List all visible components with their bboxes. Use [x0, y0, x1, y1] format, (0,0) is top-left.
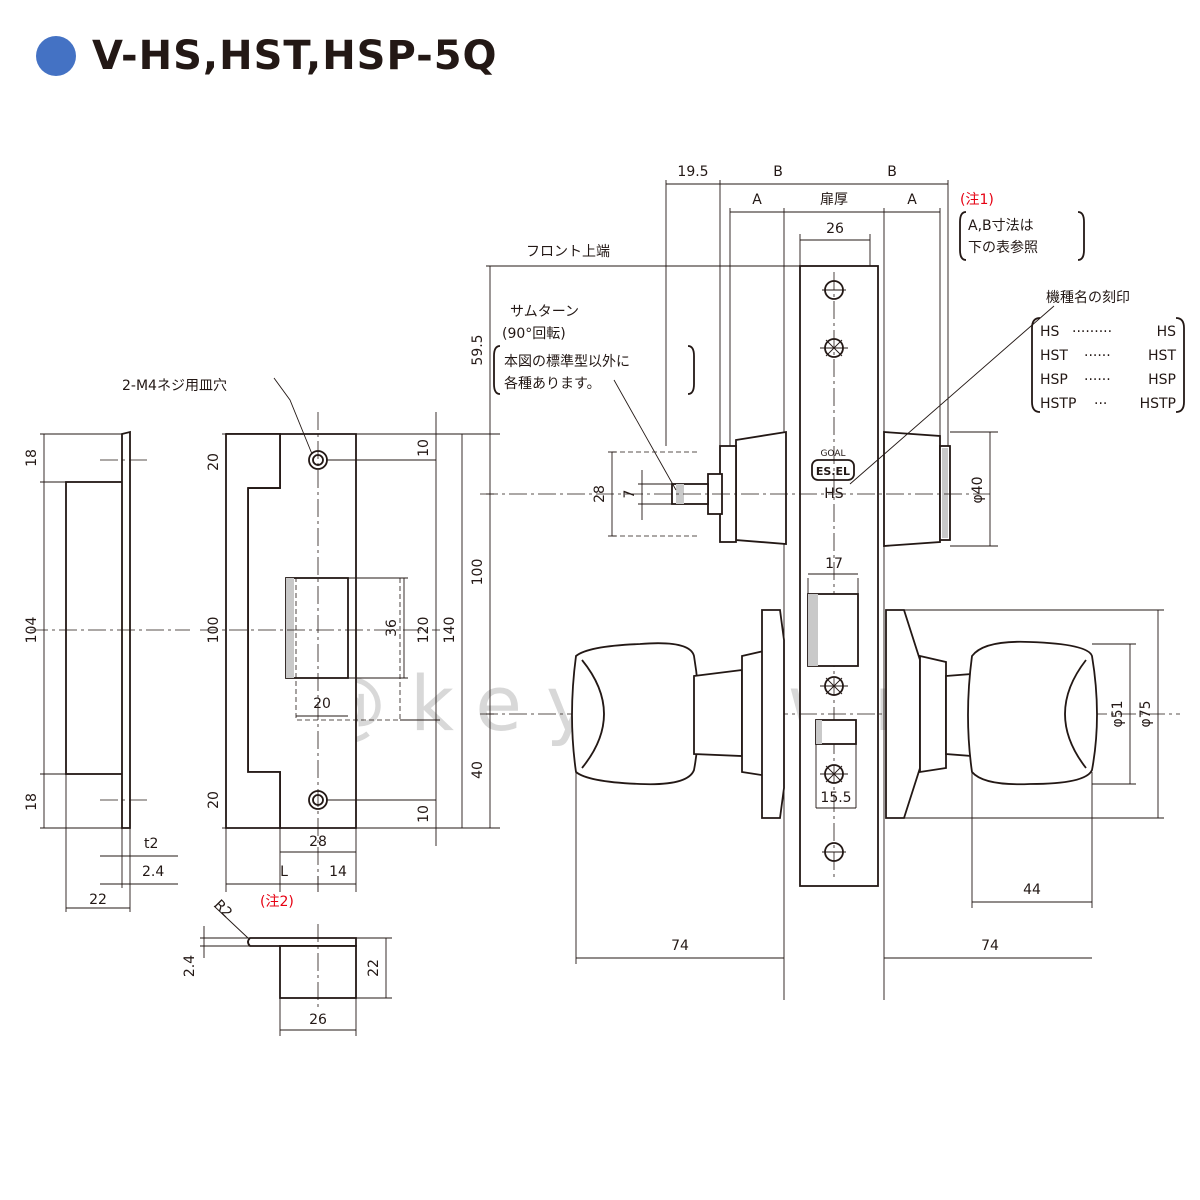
dim-strike-10-bottom: 10: [416, 805, 432, 823]
dim-strike-10-top: 10: [416, 439, 432, 457]
dim-tt-28: 28: [592, 485, 608, 503]
note2-mark: (注2): [260, 894, 294, 910]
dim-knob-44: 44: [1023, 882, 1041, 898]
dim-strike-120: 120: [416, 617, 432, 644]
dim-strike-side-104: 104: [24, 617, 40, 644]
title-row: V-HS,HST,HSP-5Q: [36, 28, 498, 84]
dim-v-40: 40: [470, 761, 486, 779]
face-model-label: HS: [824, 486, 844, 502]
note1-line1: A,B寸法は: [968, 218, 1034, 234]
strike-box-view: [200, 905, 392, 1036]
strike-side-view: [30, 430, 190, 912]
dim-tt-7: 7: [622, 490, 638, 499]
engraving-row-left: HST: [1040, 348, 1068, 364]
strike-front-view: [200, 377, 500, 892]
dim-strike-20-top: 20: [206, 453, 222, 471]
dim-top-B-left: B: [773, 164, 783, 180]
engraving-title: 機種名の刻印: [1046, 290, 1130, 306]
face-logo-esel: ES.EL: [816, 465, 850, 478]
dim-latch-17: 17: [825, 556, 843, 572]
dim-strike-side-18-top: 18: [24, 449, 40, 467]
dim-top-door-thickness: 扉厚: [820, 192, 848, 208]
dim-strike-side-2-4: 2.4: [142, 864, 164, 880]
dim-cyl-phi40: φ40: [970, 476, 986, 503]
dim-strike-100: 100: [206, 617, 222, 644]
dim-knob-phi51: φ51: [1110, 700, 1126, 727]
dim-strike-side-t2: t2: [144, 836, 158, 852]
dim-v-100: 100: [470, 559, 486, 586]
note1-mark: (注1): [960, 192, 994, 208]
dim-knob-phi75: φ75: [1138, 700, 1154, 727]
callout-thumbturn-4: 各種あります。: [504, 376, 601, 392]
engraving-row-right: HS: [1157, 324, 1177, 340]
lock-front-view: [480, 180, 1185, 1000]
dim-v-59-5: 59.5: [470, 334, 486, 365]
dim-knob-74-right: 74: [981, 938, 999, 954]
engraving-row-left: HSTP: [1040, 396, 1076, 412]
callout-screw-hole: 2-M4ネジ用皿穴: [122, 378, 227, 394]
dim-box-26: 26: [309, 1012, 327, 1028]
face-logo-goal: GOAL: [820, 449, 845, 459]
dim-strike-140: 140: [442, 617, 458, 644]
dim-strike-28: 28: [309, 834, 327, 850]
dim-box-2-4: 2.4: [182, 955, 198, 977]
engraving-row-dots: ······: [1084, 372, 1111, 388]
callout-thumbturn-3: 本図の標準型以外に: [504, 354, 630, 370]
dim-top-26: 26: [826, 221, 844, 237]
dim-strike-L: L: [280, 864, 288, 880]
dim-knob-74-left: 74: [671, 938, 689, 954]
engraving-row-right: HSP: [1148, 372, 1176, 388]
dim-strike-20-width: 20: [313, 696, 331, 712]
dim-strike-20-bottom: 20: [206, 791, 222, 809]
engraving-row-left: HS: [1040, 324, 1060, 340]
engraving-row-dots: ······: [1084, 348, 1111, 364]
dim-strike-36: 36: [384, 619, 400, 637]
dim-top-A-left: A: [752, 192, 762, 208]
engraving-table: HS ········· HS HST ······ HST HSP ·····…: [1040, 324, 1176, 412]
callout-thumbturn-1: サムターン: [510, 304, 579, 320]
engraving-row-right: HST: [1148, 348, 1176, 364]
dim-top-B-right: B: [887, 164, 897, 180]
dim-top-19-5: 19.5: [677, 164, 708, 180]
engraving-row-dots: ·········: [1072, 324, 1112, 340]
dim-box-22: 22: [366, 959, 382, 977]
dim-dead-15-5: 15.5: [820, 790, 851, 806]
engraving-row-dots: ···: [1094, 396, 1107, 412]
title-bullet-icon: [36, 36, 76, 76]
dim-strike-side-18-bottom: 18: [24, 793, 40, 811]
dim-top-A-right: A: [907, 192, 917, 208]
callout-thumbturn-2: (90°回転): [502, 326, 566, 342]
engraving-row-right: HSTP: [1140, 396, 1176, 412]
dim-strike-14: 14: [329, 864, 347, 880]
engraving-row-left: HSP: [1040, 372, 1068, 388]
note1-line2: 下の表参照: [968, 239, 1038, 256]
dim-box-R2: R2: [211, 897, 235, 921]
page-title: V-HS,HST,HSP-5Q: [92, 33, 498, 79]
callout-front-top: フロント上端: [526, 244, 610, 260]
dim-strike-side-22: 22: [89, 892, 107, 908]
